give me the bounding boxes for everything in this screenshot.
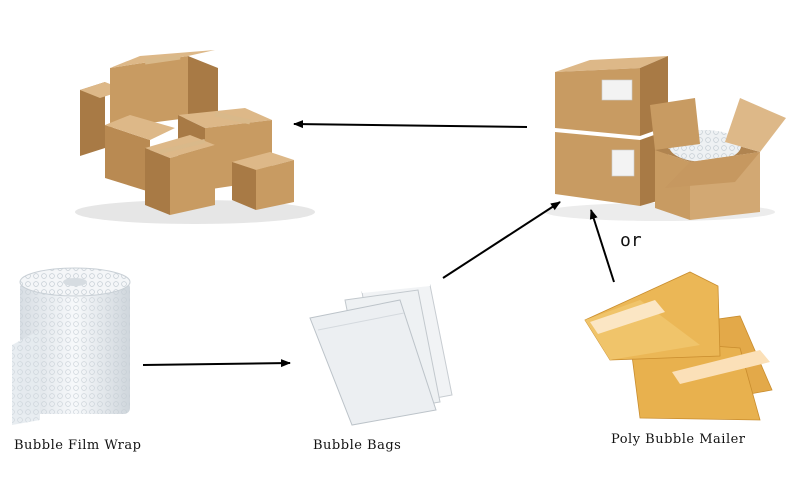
poly-bubble-mailer-image <box>584 271 773 421</box>
bubble-bags-label: Bubble Bags <box>313 438 402 453</box>
cardboard-boxes-stack-image <box>75 50 315 224</box>
or-label: or <box>620 230 642 251</box>
bubble-film-roll-image <box>12 267 131 425</box>
arrow-to-box-stack <box>293 120 528 129</box>
shipping-label-icon <box>601 79 633 101</box>
arrow-film-to-bags <box>142 359 291 368</box>
bubble-bags-image <box>309 284 453 426</box>
bubble-film-wrap-label: Bubble Film Wrap <box>14 438 142 453</box>
poly-bubble-mailer-label: Poly Bubble Mailer <box>611 432 746 447</box>
arrow-mailer-to-boxes <box>589 209 615 283</box>
shipping-boxes-image <box>545 56 786 221</box>
arrow-bags-to-boxes <box>442 201 561 279</box>
